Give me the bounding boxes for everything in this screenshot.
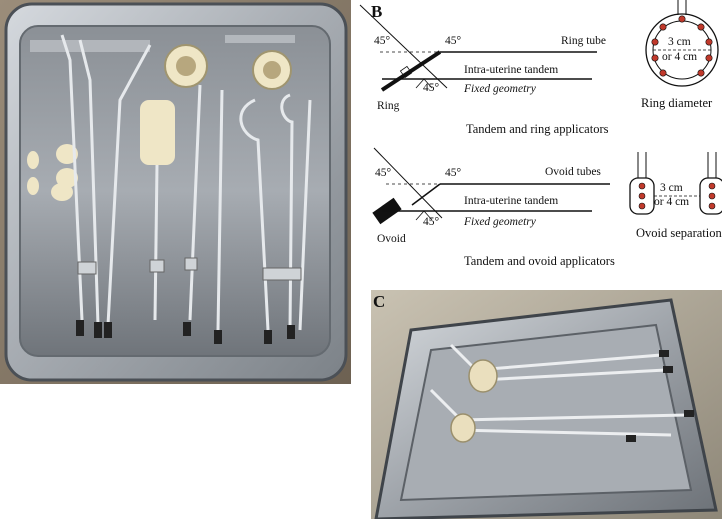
ring-diagram — [359, 0, 719, 92]
ovoid-angle-bottom: 45° — [423, 216, 440, 228]
ring-geometry-label: Fixed geometry — [464, 83, 536, 95]
ovoid-separation-caption: Ovoid separation — [636, 226, 722, 240]
ovoid-angle-right: 45° — [445, 167, 462, 179]
ring-diagram-caption: Tandem and ring applicators — [466, 122, 609, 136]
ring-diameter-caption: Ring diameter — [641, 96, 713, 110]
ring-diameter-text-1: 3 cm — [668, 36, 691, 48]
ring-angle-right: 45° — [445, 35, 462, 47]
ovoid-tandem-label: Intra-uterine tandem — [464, 195, 559, 207]
ovoid-guide-line — [373, 147, 443, 219]
handle-tips — [76, 320, 295, 344]
applicator-tray-photo — [0, 0, 351, 384]
ring-tube-label: Ring tube — [561, 35, 607, 47]
ring-angle-bottom: 45° — [423, 82, 440, 94]
panel-a-photo — [0, 0, 351, 384]
ovoid-separation-text-1: 3 cm — [660, 182, 683, 194]
ring-guide-line — [359, 4, 448, 89]
fixation-clamps — [77, 257, 302, 281]
ovoid-diagram — [372, 147, 722, 225]
ovoid-caps — [27, 144, 78, 201]
angled-rings — [450, 359, 498, 443]
panel-b-letter: B — [371, 2, 383, 21]
ovoid-tubes-label: Ovoid tubes — [545, 166, 601, 178]
ovoid-separation-figure — [629, 152, 722, 215]
ring-source-dots — [651, 15, 713, 77]
angled-handle-tips — [626, 350, 694, 442]
applicator-rods — [60, 34, 312, 331]
panel-c-photo — [371, 290, 722, 519]
ring-angle-left: 45° — [374, 35, 391, 47]
ring-applicator-rings — [164, 44, 292, 90]
tray-floor-angled — [399, 323, 693, 502]
ovoid-diagram-caption: Tandem and ovoid applicators — [464, 254, 615, 268]
ring-bar — [380, 50, 442, 92]
panel-c-letter: C — [373, 292, 386, 311]
ring-label: Ring — [377, 100, 400, 112]
ring-tandem-label: Intra-uterine tandem — [464, 64, 559, 76]
ring-diameter-text-2: or 4 cm — [662, 51, 698, 63]
ovoid-separation-text-2: or 4 cm — [654, 196, 690, 208]
ovoid-source-dots — [638, 182, 716, 210]
vaginal-cylinder — [140, 100, 175, 165]
tray-angled-photo — [371, 290, 722, 519]
ovoid-angle-left: 45° — [375, 167, 392, 179]
ovoid-label: Ovoid — [377, 233, 406, 245]
ovoid-geometry-label: Fixed geometry — [464, 216, 536, 228]
